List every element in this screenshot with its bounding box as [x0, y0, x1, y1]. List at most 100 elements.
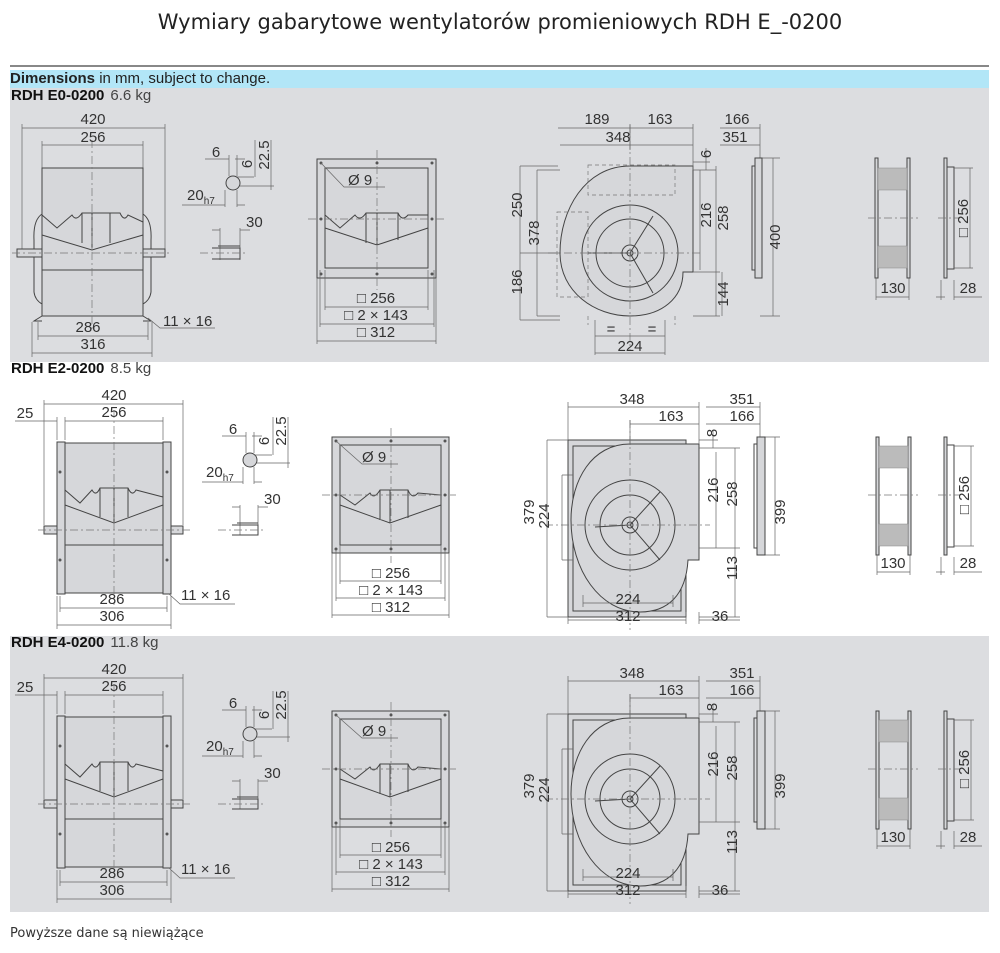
front-view: 25 420 256 286 306 11 × 16 [15, 387, 235, 629]
side-dim-258: 258 [724, 755, 741, 780]
shaft-dim-diameter: 20h7 [187, 187, 215, 207]
side-dim-348: 348 [619, 391, 644, 408]
flange-view: Ø 9 □ 256 □ 2 × 143 □ 312 [308, 150, 445, 344]
model-weight: 6.6 kg [110, 87, 152, 104]
shaft-dim-length: 30 [264, 491, 281, 508]
flange-view: Ø 9 □ 256 □ 2 × 143 □ 312 [322, 702, 456, 892]
side-dim-113: 113 [724, 830, 741, 854]
flange-hole-dim: Ø 9 [362, 449, 386, 466]
inlet-size: □ 256 [956, 476, 973, 514]
shaft-dim-diameter: 20h7 [206, 464, 234, 484]
impeller-view: 130 [868, 157, 918, 300]
drawing-e4: 25 420 256 286 306 11 × 16 6 6 22.5 20h7… [15, 661, 982, 904]
side-view: 348 163 351 166 8 379 224 216 258 399 11… [521, 391, 789, 630]
section-title-e4: RDH E4-0200 11.8 kg [11, 634, 158, 651]
side-dim-399: 399 [772, 773, 789, 798]
dim-306: 306 [99, 608, 124, 625]
side-dim-312: 312 [615, 882, 640, 899]
dimensions-note: Dimensions in mm, subject to change. [10, 70, 989, 88]
shaft-dim-key-depth: 6 [256, 437, 273, 445]
side-dim-348: 348 [619, 665, 644, 682]
side-dim-250: 250 [509, 192, 526, 217]
dim-256: 256 [101, 678, 126, 695]
model-name: RDH E2-0200 [11, 360, 105, 377]
side-dim-399: 399 [772, 499, 789, 524]
shaft-dim-diameter: 20h7 [206, 738, 234, 758]
dim-256: 256 [101, 404, 126, 421]
inlet-depth: 28 [960, 280, 977, 297]
section-background-e0 [10, 88, 989, 362]
shaft-detail: 6 6 22.5 20h7 30 [202, 416, 290, 536]
section-background-e4 [10, 636, 989, 912]
flange-dim-inner: □ 256 [372, 565, 410, 582]
shaft-dim-height: 22.5 [256, 140, 273, 169]
dim-hole: 11 × 16 [181, 587, 230, 604]
dim-420: 420 [101, 387, 126, 404]
impeller-width: 130 [880, 829, 905, 846]
side-dim-400: 400 [767, 224, 784, 249]
side-dim-224: 224 [617, 338, 642, 355]
side-dim-189: 189 [584, 111, 609, 128]
shaft-dim-key-depth: 6 [256, 711, 273, 719]
side-view: 189 163 348 166 351 6 250 378 186 216 25… [509, 111, 784, 355]
shaft-dim-key-width: 6 [229, 421, 237, 438]
side-dim-8: 8 [704, 429, 721, 437]
flange-dim-inner: □ 256 [372, 839, 410, 856]
flange-dim-inner: □ 256 [357, 290, 395, 307]
flange-dim-holes: □ 2 × 143 [359, 856, 423, 873]
disclaimer: Powyższe dane są niewiążące [10, 926, 204, 941]
shaft-dim-height: 22.5 [273, 416, 290, 445]
flange-dim-holes: □ 2 × 143 [359, 582, 423, 599]
flange-hole-dim: Ø 9 [362, 723, 386, 740]
side-dim-379: 379 [521, 499, 538, 524]
side-dim-351: 351 [729, 391, 754, 408]
drawing-e0: 420 256 286 316 11 × 16 6 6 22.5 20h7 30 [12, 111, 982, 357]
impeller-view: 130 [868, 436, 918, 575]
flange-dim-outer: □ 312 [357, 324, 395, 341]
flange-dim-outer: □ 312 [372, 873, 410, 890]
side-dim-224-vertical: 224 [536, 777, 553, 802]
side-dim-166: 166 [729, 682, 754, 699]
dim-286: 286 [75, 319, 100, 336]
inlet-view: □ 256 28 [936, 710, 982, 849]
side-dim-224: 224 [615, 591, 640, 608]
title-divider [10, 65, 989, 67]
side-dim-351: 351 [729, 665, 754, 682]
side-dim-312: 312 [615, 608, 640, 625]
shaft-dim-height: 22.5 [273, 690, 290, 719]
side-dim-216: 216 [705, 477, 722, 502]
dim-256: 256 [80, 129, 105, 146]
dim-420: 420 [101, 661, 126, 678]
side-dim-216: 216 [698, 202, 715, 227]
side-dim-224-vertical: 224 [536, 503, 553, 528]
dimensions-label: Dimensions [10, 70, 96, 87]
model-weight: 11.8 kg [110, 634, 159, 651]
inlet-view: □ 256 28 [936, 436, 982, 575]
side-dim-equal-left: = [607, 321, 616, 338]
side-dim-163: 163 [647, 111, 672, 128]
dim-25: 25 [17, 405, 34, 422]
impeller-view: 130 [868, 710, 918, 849]
inlet-view: □ 256 28 [936, 157, 982, 300]
side-dim-equal-right: = [648, 321, 657, 338]
shaft-dim-length: 30 [264, 765, 281, 782]
side-dim-216: 216 [705, 751, 722, 776]
impeller-width: 130 [880, 280, 905, 297]
side-dim-144: 144 [715, 281, 732, 306]
flange-dim-holes: □ 2 × 143 [344, 307, 408, 324]
side-dim-8: 8 [704, 703, 721, 711]
shaft-detail: 6 6 22.5 20h7 30 [182, 140, 274, 260]
model-name: RDH E4-0200 [11, 634, 105, 651]
front-view: 25 420 256 286 306 11 × 16 [15, 661, 235, 903]
side-dim-166: 166 [724, 111, 749, 128]
side-dim-258: 258 [724, 481, 741, 506]
dim-286: 286 [99, 591, 124, 608]
front-view: 420 256 286 316 11 × 16 [12, 111, 215, 357]
dim-hole: 11 × 16 [181, 861, 230, 878]
flange-view: Ø 9 □ 256 □ 2 × 143 □ 312 [322, 428, 456, 618]
side-view: 348 163 351 166 8 379 224 216 258 399 11… [521, 665, 789, 904]
page-title: Wymiary gabarytowe wentylatorów promieni… [157, 10, 843, 34]
side-dim-166: 166 [729, 408, 754, 425]
